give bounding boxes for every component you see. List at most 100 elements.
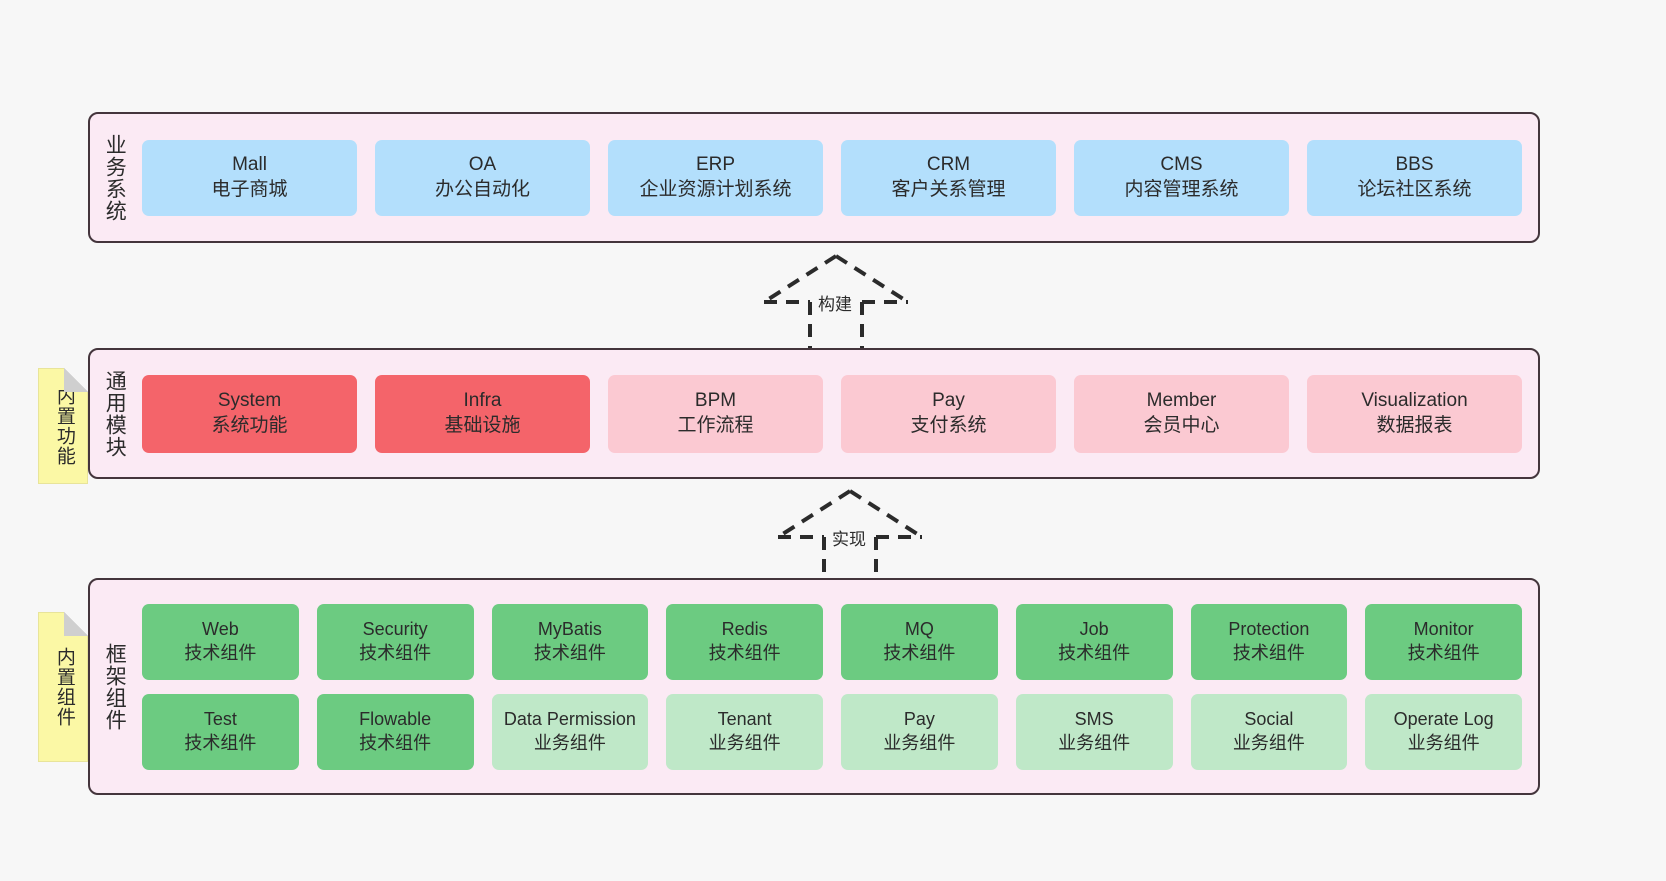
box-title: Social bbox=[1244, 709, 1294, 730]
layer-business-systems: 业务系统 Mall 电子商城 OA 办公自动化 ERP 企业资源计划系统 CRM… bbox=[88, 112, 1540, 243]
box-subtitle: 技术组件 bbox=[184, 642, 257, 663]
box-title: Job bbox=[1079, 619, 1109, 640]
box-infra[interactable]: Infra 基础设施 bbox=[375, 374, 590, 453]
box-subtitle: 业务组件 bbox=[1232, 732, 1305, 753]
box-title: Flowable bbox=[359, 709, 432, 730]
box-subtitle: 数据报表 bbox=[1376, 414, 1453, 436]
box-redis[interactable]: Redis 技术组件 bbox=[666, 603, 823, 680]
box-title: BBS bbox=[1395, 153, 1434, 175]
box-subtitle: 技术组件 bbox=[1058, 642, 1131, 663]
box-title: BPM bbox=[694, 389, 737, 411]
box-subtitle: 技术组件 bbox=[184, 732, 257, 753]
box-title: Member bbox=[1146, 389, 1217, 411]
box-web[interactable]: Web 技术组件 bbox=[142, 603, 299, 680]
box-job[interactable]: Job 技术组件 bbox=[1015, 603, 1173, 680]
box-subtitle: 技术组件 bbox=[708, 642, 781, 663]
box-subtitle: 支付系统 bbox=[910, 414, 987, 436]
box-title: Security bbox=[362, 619, 428, 640]
framework-row-technical: Web 技术组件 Security 技术组件 MyBatis 技术组件 Redi… bbox=[142, 603, 1522, 680]
box-subtitle: 企业资源计划系统 bbox=[639, 178, 792, 200]
box-title: Web bbox=[202, 619, 239, 640]
box-pay-component[interactable]: Pay 业务组件 bbox=[841, 693, 998, 770]
box-title: CMS bbox=[1160, 153, 1203, 175]
box-subtitle: 客户关系管理 bbox=[891, 178, 1006, 200]
box-subtitle: 业务组件 bbox=[708, 732, 781, 753]
note-right-edge bbox=[87, 392, 88, 483]
box-oa[interactable]: OA 办公自动化 bbox=[375, 139, 590, 216]
box-subtitle: 会员中心 bbox=[1143, 414, 1220, 436]
box-protection[interactable]: Protection 技术组件 bbox=[1190, 603, 1348, 680]
box-title: CRM bbox=[926, 153, 971, 175]
framework-row-business: Test 技术组件 Flowable 技术组件 Data Permission … bbox=[142, 693, 1522, 770]
box-subtitle: 业务组件 bbox=[883, 732, 956, 753]
box-title: Mall bbox=[232, 153, 267, 175]
box-system[interactable]: System 系统功能 bbox=[142, 374, 357, 453]
box-subtitle: 业务组件 bbox=[533, 732, 606, 753]
layer-common-modules: 通用模块 System 系统功能 Infra 基础设施 BPM 工作流程 Pay… bbox=[88, 348, 1540, 479]
box-title: Tenant bbox=[717, 709, 772, 730]
business-systems-row: Mall 电子商城 OA 办公自动化 ERP 企业资源计划系统 CRM 客户关系… bbox=[142, 139, 1522, 216]
box-title: ERP bbox=[695, 153, 736, 175]
layer-framework-components-label: 框架组件 bbox=[103, 642, 127, 731]
layer-common-modules-body: System 系统功能 Infra 基础设施 BPM 工作流程 Pay 支付系统… bbox=[134, 350, 1538, 477]
box-erp[interactable]: ERP 企业资源计划系统 bbox=[608, 139, 823, 216]
box-title: Visualization bbox=[1361, 389, 1468, 411]
layer-common-modules-label: 通用模块 bbox=[103, 369, 127, 458]
box-mq[interactable]: MQ 技术组件 bbox=[841, 603, 998, 680]
arrowhead-left-edge bbox=[762, 254, 838, 304]
arrowhead-left-edge bbox=[776, 489, 852, 539]
note-builtin-components: 内置组件 bbox=[38, 612, 88, 762]
box-monitor[interactable]: Monitor 技术组件 bbox=[1365, 603, 1522, 680]
box-title: Pay bbox=[903, 709, 935, 730]
box-social[interactable]: Social 业务组件 bbox=[1190, 693, 1348, 770]
box-operate-log[interactable]: Operate Log 业务组件 bbox=[1365, 693, 1522, 770]
box-title: Monitor bbox=[1413, 619, 1474, 640]
connector-build: 构建 bbox=[748, 252, 924, 348]
box-subtitle: 电子商城 bbox=[211, 178, 288, 200]
box-subtitle: 业务组件 bbox=[1058, 732, 1131, 753]
box-pay-module[interactable]: Pay 支付系统 bbox=[841, 374, 1056, 453]
connector-realize: 实现 bbox=[762, 487, 938, 583]
box-cms[interactable]: CMS 内容管理系统 bbox=[1074, 139, 1289, 216]
box-sms[interactable]: SMS 业务组件 bbox=[1015, 693, 1173, 770]
note-builtin-functions: 内置功能 bbox=[38, 368, 88, 484]
box-title: Redis bbox=[721, 619, 768, 640]
box-mall[interactable]: Mall 电子商城 bbox=[142, 139, 357, 216]
box-subtitle: 技术组件 bbox=[359, 732, 432, 753]
box-subtitle: 论坛社区系统 bbox=[1357, 178, 1472, 200]
arrowhead-right-edge bbox=[848, 489, 924, 539]
box-title: OA bbox=[468, 153, 497, 175]
note-builtin-functions-label: 内置功能 bbox=[53, 385, 75, 466]
box-subtitle: 内容管理系统 bbox=[1124, 178, 1239, 200]
box-subtitle: 办公自动化 bbox=[434, 178, 530, 200]
note-builtin-components-label: 内置组件 bbox=[53, 646, 75, 727]
box-subtitle: 工作流程 bbox=[677, 414, 754, 436]
box-bpm[interactable]: BPM 工作流程 bbox=[608, 374, 823, 453]
box-subtitle: 基础设施 bbox=[444, 414, 521, 436]
box-data-permission[interactable]: Data Permission 业务组件 bbox=[491, 693, 649, 770]
box-subtitle: 业务组件 bbox=[1407, 732, 1480, 753]
box-test[interactable]: Test 技术组件 bbox=[142, 693, 299, 770]
box-tenant[interactable]: Tenant 业务组件 bbox=[666, 693, 823, 770]
box-title: Operate Log bbox=[1393, 709, 1494, 730]
box-title: Infra bbox=[463, 389, 502, 411]
layer-framework-components-body: Web 技术组件 Security 技术组件 MyBatis 技术组件 Redi… bbox=[134, 580, 1538, 793]
box-crm[interactable]: CRM 客户关系管理 bbox=[841, 139, 1056, 216]
box-subtitle: 技术组件 bbox=[533, 642, 606, 663]
box-title: Test bbox=[203, 709, 237, 730]
layer-business-systems-label: 业务系统 bbox=[103, 133, 127, 222]
box-flowable[interactable]: Flowable 技术组件 bbox=[316, 693, 474, 770]
box-bbs[interactable]: BBS 论坛社区系统 bbox=[1307, 139, 1522, 216]
box-mybatis[interactable]: MyBatis 技术组件 bbox=[491, 603, 649, 680]
box-title: Data Permission bbox=[503, 709, 636, 730]
box-security[interactable]: Security 技术组件 bbox=[316, 603, 474, 680]
box-subtitle: 技术组件 bbox=[359, 642, 432, 663]
note-right-edge bbox=[87, 636, 88, 761]
page-fold-icon bbox=[64, 612, 88, 636]
box-visualization[interactable]: Visualization 数据报表 bbox=[1307, 374, 1522, 453]
box-member[interactable]: Member 会员中心 bbox=[1074, 374, 1289, 453]
note-top-edge bbox=[39, 368, 64, 369]
box-title: SMS bbox=[1074, 709, 1114, 730]
box-title: Protection bbox=[1228, 619, 1310, 640]
